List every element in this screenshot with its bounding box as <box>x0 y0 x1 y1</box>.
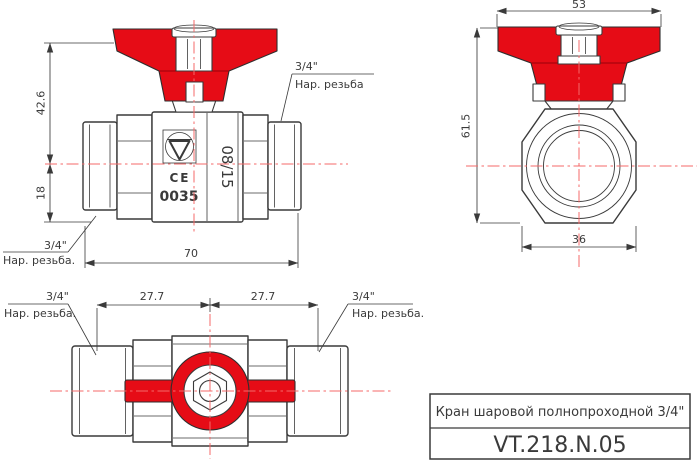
top-view: 27.7 27.7 3/4" Нар. резьба. 3/4" Нар. ре… <box>4 290 424 459</box>
front-right-thread-cap <box>267 121 302 211</box>
thread-text: Нар. резьба. <box>4 307 76 320</box>
thread-text: Нар. резьба <box>295 78 364 91</box>
dim-18-label: 18 <box>35 186 48 200</box>
dim-27-7-right-label: 27.7 <box>251 290 276 303</box>
thread-size: 3/4" <box>352 290 375 303</box>
side-stem-washer <box>555 25 603 36</box>
side-view: 53 61.5 36 <box>460 0 697 268</box>
ce-number: 0035 <box>160 189 199 205</box>
title-block: Кран шаровой полнопроходной 3/4" VT.218.… <box>429 393 691 460</box>
ce-mark: CE <box>169 171 190 185</box>
vt-logo-icon <box>162 129 197 164</box>
thread-text: Нар. резьба. <box>352 307 424 320</box>
thread-size: 3/4" <box>46 290 69 303</box>
thread-text: Нар. резьба. <box>3 254 75 267</box>
front-thread-label-left: 3/4" Нар. резьба. <box>3 215 97 267</box>
front-left-union-nut <box>116 114 153 220</box>
dim-70-label: 70 <box>184 247 198 260</box>
dim-27-7-left-label: 27.7 <box>140 290 165 303</box>
thread-size: 3/4" <box>44 239 67 252</box>
front-right-union-nut <box>242 114 269 220</box>
front-view: CE 0035 08/15 42.6 18 70 3/4" Нар. резьб… <box>3 20 374 268</box>
title-block-frame <box>429 393 691 460</box>
front-thread-label-right: 3/4" Нар. резьба <box>280 60 374 122</box>
front-left-thread-cap <box>82 121 118 211</box>
product-code: VT.218.N.05 <box>493 433 626 458</box>
thread-size: 3/4" <box>295 60 318 73</box>
dim-53-label: 53 <box>572 0 586 11</box>
product-name: Кран шаровой полнопроходной 3/4" <box>436 405 685 420</box>
date-code: 08/15 <box>218 145 236 188</box>
top-thread-label-left: 3/4" Нар. резьба. <box>4 290 97 356</box>
top-thread-label-right: 3/4" Нар. резьба. <box>318 290 424 353</box>
dim-42-6-label: 42.6 <box>35 91 48 116</box>
side-stem-tab-right <box>612 83 626 102</box>
side-stem-tab-left <box>532 83 546 102</box>
dim-61-5-label: 61.5 <box>460 114 473 139</box>
